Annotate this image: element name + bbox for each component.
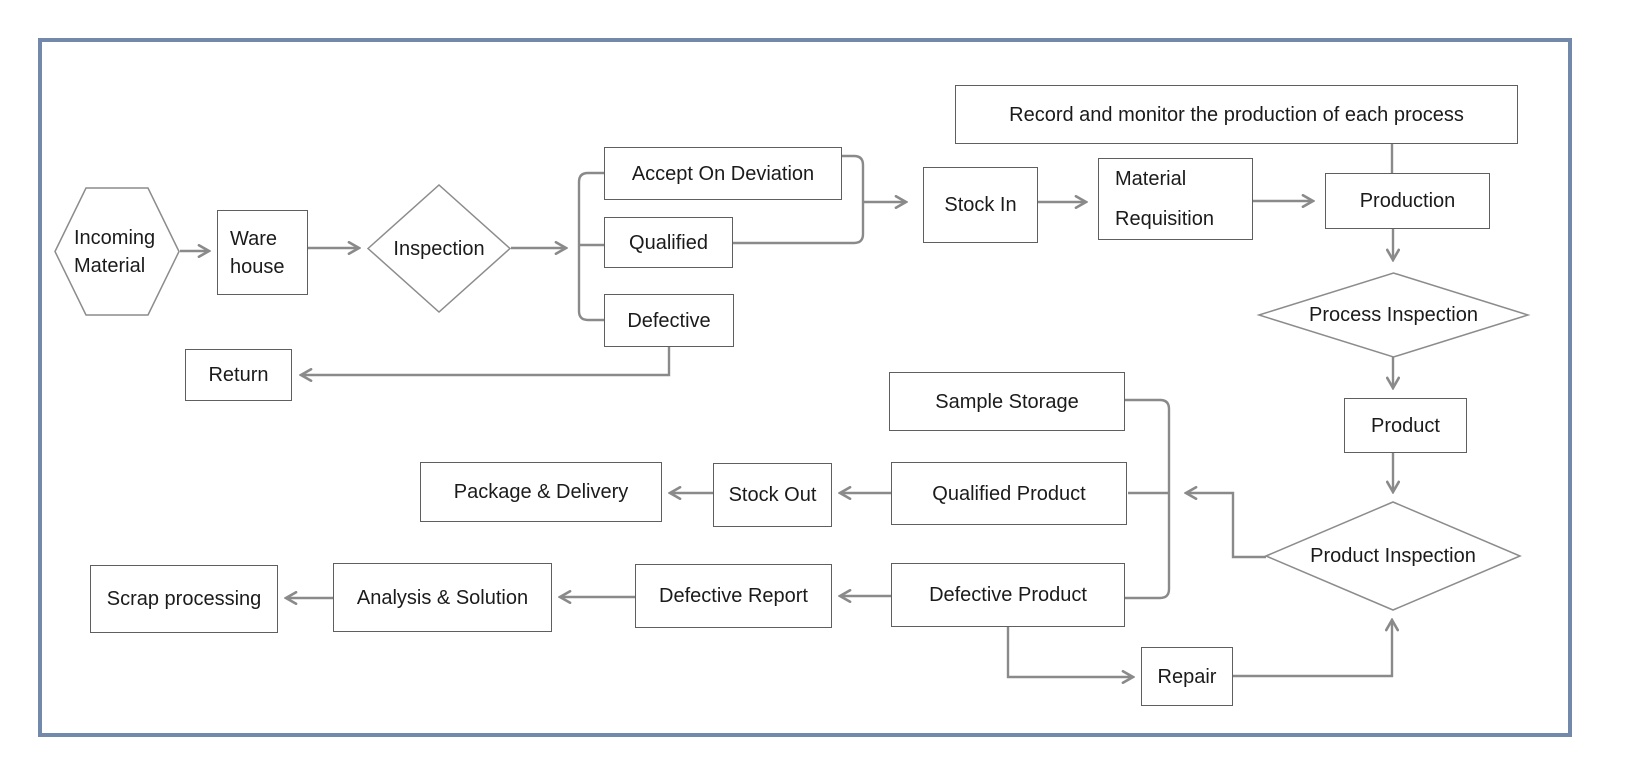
node-product-inspection-label: Product Inspection	[1310, 545, 1476, 567]
edge-repair-to-product-insp	[1233, 620, 1392, 678]
node-scrap-processing: Scrap processing	[90, 565, 278, 633]
incoming-material-hexagon	[54, 187, 180, 316]
node-accept-on-deviation-label: Accept On Deviation	[631, 162, 815, 185]
node-material-requisition: Material Requisition	[1098, 158, 1253, 240]
node-return-label: Return	[208, 364, 269, 386]
node-repair-label: Repair	[1157, 665, 1217, 688]
node-inspection: Inspection	[368, 185, 510, 312]
node-sample-storage: Sample Storage	[889, 372, 1125, 431]
node-stock-out-label: Stock Out	[728, 484, 817, 506]
node-warehouse-label: Ware house	[230, 227, 285, 278]
node-defective-report-label: Defective Report	[659, 585, 808, 607]
node-return: Return	[185, 349, 292, 401]
node-production-label: Production	[1359, 190, 1456, 212]
node-qualified-product-label: Qualified Product	[932, 482, 1086, 505]
node-defective-report: Defective Report	[635, 564, 832, 628]
node-product-label: Product	[1371, 414, 1440, 437]
node-record-monitor: Record and monitor the production of eac…	[955, 85, 1518, 144]
node-defective: Defective	[604, 294, 734, 347]
node-sample-storage-label: Sample Storage	[935, 390, 1079, 413]
node-incoming-material-label: Incoming Material	[74, 226, 156, 277]
bracket-product-branch	[1123, 398, 1171, 600]
node-incoming-material: Incoming Material	[62, 188, 174, 315]
edge-product-insp-to-branch	[1186, 493, 1266, 559]
diagram-frame	[38, 38, 1572, 737]
node-material-requisition-label: Material Requisition	[1115, 168, 1214, 230]
inspection-diamond	[366, 183, 512, 314]
node-production: Production	[1325, 173, 1490, 229]
edge-defective-prod-to-repair	[1006, 627, 1133, 677]
node-defective-product: Defective Product	[891, 563, 1125, 627]
node-product: Product	[1344, 398, 1467, 453]
node-accept-on-deviation: Accept On Deviation	[604, 147, 842, 200]
process-inspection-diamond	[1256, 272, 1531, 358]
node-inspection-label: Inspection	[393, 237, 485, 260]
node-package-delivery: Package & Delivery	[420, 462, 662, 522]
node-scrap-processing-label: Scrap processing	[106, 588, 262, 610]
node-warehouse: Ware house	[217, 210, 308, 295]
node-product-inspection: Product Inspection	[1266, 502, 1520, 610]
node-package-delivery-label: Package & Delivery	[453, 481, 629, 503]
bracket-accept-qualified-merge	[733, 154, 865, 245]
edge-defective-to-return	[301, 347, 671, 375]
node-defective-label: Defective	[627, 309, 711, 332]
node-stock-in-label: Stock In	[944, 194, 1017, 216]
node-qualified-product: Qualified Product	[891, 462, 1127, 525]
node-analysis-solution-label: Analysis & Solution	[356, 586, 529, 609]
node-qualified-label: Qualified	[629, 231, 708, 254]
node-repair: Repair	[1141, 647, 1233, 706]
node-process-inspection-label: Process Inspection	[1309, 304, 1478, 326]
node-qualified: Qualified	[604, 217, 733, 268]
node-record-monitor-label: Record and monitor the production of eac…	[1009, 103, 1464, 126]
node-analysis-solution: Analysis & Solution	[333, 563, 552, 632]
node-process-inspection: Process Inspection	[1259, 273, 1528, 357]
node-stock-out: Stock Out	[713, 463, 832, 527]
bracket-inspection-branch	[577, 171, 604, 322]
node-defective-product-label: Defective Product	[929, 584, 1087, 606]
node-stock-in: Stock In	[923, 167, 1038, 243]
product-inspection-diamond	[1264, 501, 1522, 611]
